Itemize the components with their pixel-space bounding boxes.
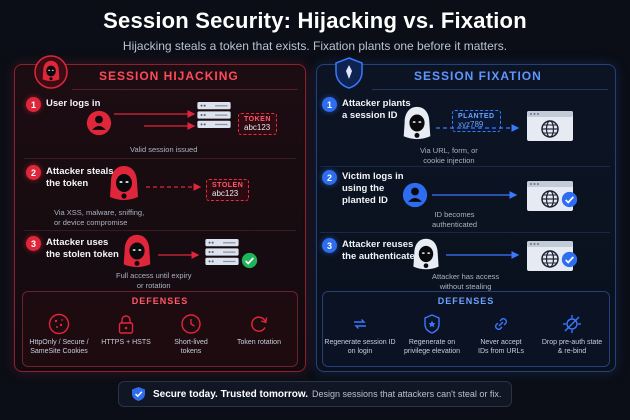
defense-regenerate-elevation: Regenerate on privilege elevation (394, 313, 470, 356)
browser-icon (526, 110, 574, 142)
lock-icon (118, 315, 134, 334)
user-icon (86, 110, 112, 136)
defense-https: HTTPS + HSTS (94, 313, 158, 347)
hijacking-divider (24, 158, 296, 159)
hacker-icon (123, 234, 151, 268)
fixation-divider (320, 232, 610, 233)
defense-rotation: Token rotation (224, 313, 294, 347)
fixation-defenses-title: DEFENSES (437, 296, 495, 306)
server-icon (197, 102, 231, 128)
hacker-icon (110, 166, 138, 200)
hijacking-step-3-number: 3 (26, 236, 41, 251)
defense-regenerate-login: Regenerate session ID on login (322, 313, 398, 356)
hijacking-defenses (22, 291, 298, 367)
fixation-step-1-number: 1 (322, 97, 337, 112)
hijacking-title-underline (72, 89, 298, 90)
fixation-divider (320, 166, 610, 167)
defense-cookies: HttpOnly / Secure / SameSite Cookies (24, 313, 94, 356)
hijacking-step-1-label: User logs in (46, 98, 101, 109)
fixation-title-underline (372, 89, 608, 90)
hacker-icon (403, 106, 431, 140)
fixation-step-3-arrow (446, 251, 520, 259)
hijacking-step-3-label: Attacker uses the stolen token (46, 237, 119, 260)
fixation-title: SESSION FIXATION (414, 69, 542, 83)
check-icon (561, 251, 578, 268)
cookie-icon (48, 313, 70, 335)
hacker-icon (34, 55, 68, 89)
fixation-step-1-label: Attacker plants a session ID (342, 98, 411, 121)
link-block-icon (495, 318, 507, 330)
fixation-defenses (322, 291, 610, 367)
page-subtitle: Hijacking steals a token that exists. Fi… (122, 39, 508, 53)
shield-star-icon (424, 314, 440, 334)
defense-drop-preauth: Drop pre-auth state & re-bind (534, 313, 610, 356)
hijacking-step-2-arrow (146, 183, 202, 191)
fixation-step-3-caption: Attacker has access without stealing (432, 272, 500, 291)
fixation-step-2-label: Victim logs in using the planted ID (342, 171, 404, 206)
fixation-step-1-arrow (436, 124, 520, 132)
hijacking-step-2-number: 2 (26, 165, 41, 180)
footer-strong-text: Secure today. Trusted tomorrow. (153, 388, 309, 400)
defense-short-lived: Short-lived tokens (160, 313, 222, 356)
hijacking-step-1-arrows (114, 110, 196, 130)
hijacking-divider (24, 230, 296, 231)
stolen-token-badge: STOLEN abc123 (206, 179, 250, 201)
page-title: Session Security: Hijacking vs. Fixation (103, 8, 527, 33)
rotate-icon (251, 316, 268, 332)
hijacking-step-3-caption: Full access until expiry or rotation (116, 271, 192, 290)
fixation-step-1-caption: Via URL, form, or cookie injection (420, 146, 478, 165)
hijacking-step-2-label: Attacker steals the token (46, 166, 114, 189)
hacker-icon (413, 238, 439, 270)
fixation-step-2-caption: ID becomes authenticated (432, 210, 478, 229)
shield-icon (335, 57, 363, 89)
planted-id-badge: PLANTED xyz789 (452, 110, 501, 132)
check-icon (241, 252, 258, 269)
hijacking-step-3-arrow (158, 251, 200, 259)
shield-check-icon (132, 387, 145, 401)
user-icon (402, 182, 428, 208)
server-icon (205, 239, 239, 265)
drop-icon (563, 315, 581, 333)
regenerate-icon (354, 319, 366, 329)
hijacking-step-2-caption: Via XSS, malware, sniffing, or device co… (54, 208, 145, 227)
fixation-step-3-number: 3 (322, 238, 337, 253)
hijacking-defenses-title: DEFENSES (131, 296, 189, 306)
fixation-step-2-arrow (432, 191, 518, 199)
hijacking-step-1-caption: Valid session issued (130, 145, 198, 154)
clock-icon (181, 314, 201, 334)
check-icon (561, 191, 578, 208)
fixation-step-3-label: Attacker reuses the authenticated ID (342, 239, 433, 262)
footer-banner: Secure today. Trusted tomorrow. Design s… (118, 381, 512, 407)
token-badge: TOKEN abc123 (238, 113, 277, 135)
defense-no-url-ids: Never accept IDs from URLs (466, 313, 536, 356)
fixation-step-2-number: 2 (322, 170, 337, 185)
footer-text: Design sessions that attackers can't ste… (312, 389, 502, 399)
hijacking-title: SESSION HIJACKING (99, 69, 239, 83)
hijacking-step-1-number: 1 (26, 97, 41, 112)
